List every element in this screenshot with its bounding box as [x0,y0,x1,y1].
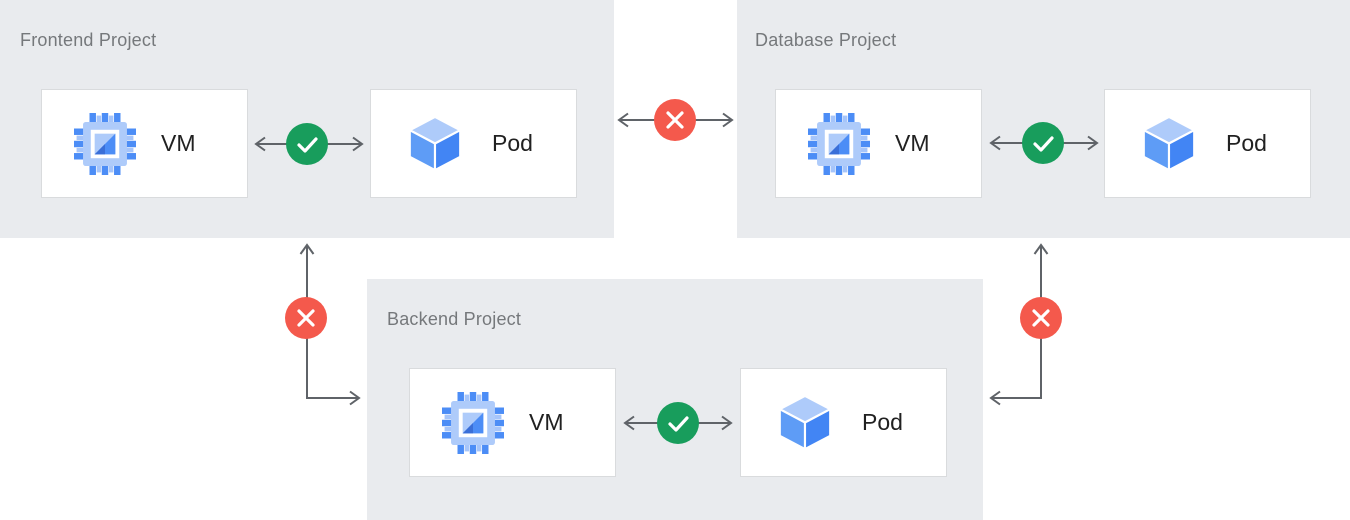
node-label: Pod [492,130,533,156]
node-label: Pod [862,409,903,435]
compute-engine-vm-icon [442,391,504,454]
allowed-check-icon [286,123,328,165]
node-label: VM [529,409,564,435]
allowed-check-icon [657,402,699,444]
blocked-x-icon [1020,297,1062,339]
node-label: Pod [1226,130,1267,156]
project-title: Database Project [755,30,897,50]
node-backend-vm: VM [409,368,616,477]
node-database-pod: Pod [1104,89,1311,198]
node-label: VM [895,130,930,156]
blocked-x-icon [654,99,696,141]
node-label: VM [161,130,196,156]
pod-cube-icon [1142,115,1196,172]
compute-engine-vm-icon [74,112,136,175]
pod-cube-icon [408,115,462,172]
node-frontend-pod: Pod [370,89,577,198]
node-frontend-vm: VM [41,89,248,198]
blocked-x-icon [285,297,327,339]
compute-engine-vm-icon [808,112,870,175]
node-database-vm: VM [775,89,982,198]
node-backend-pod: Pod [740,368,947,477]
project-title: Frontend Project [20,30,157,50]
project-title: Backend Project [387,309,522,329]
allowed-check-icon [1022,122,1064,164]
pod-cube-icon [778,394,832,451]
